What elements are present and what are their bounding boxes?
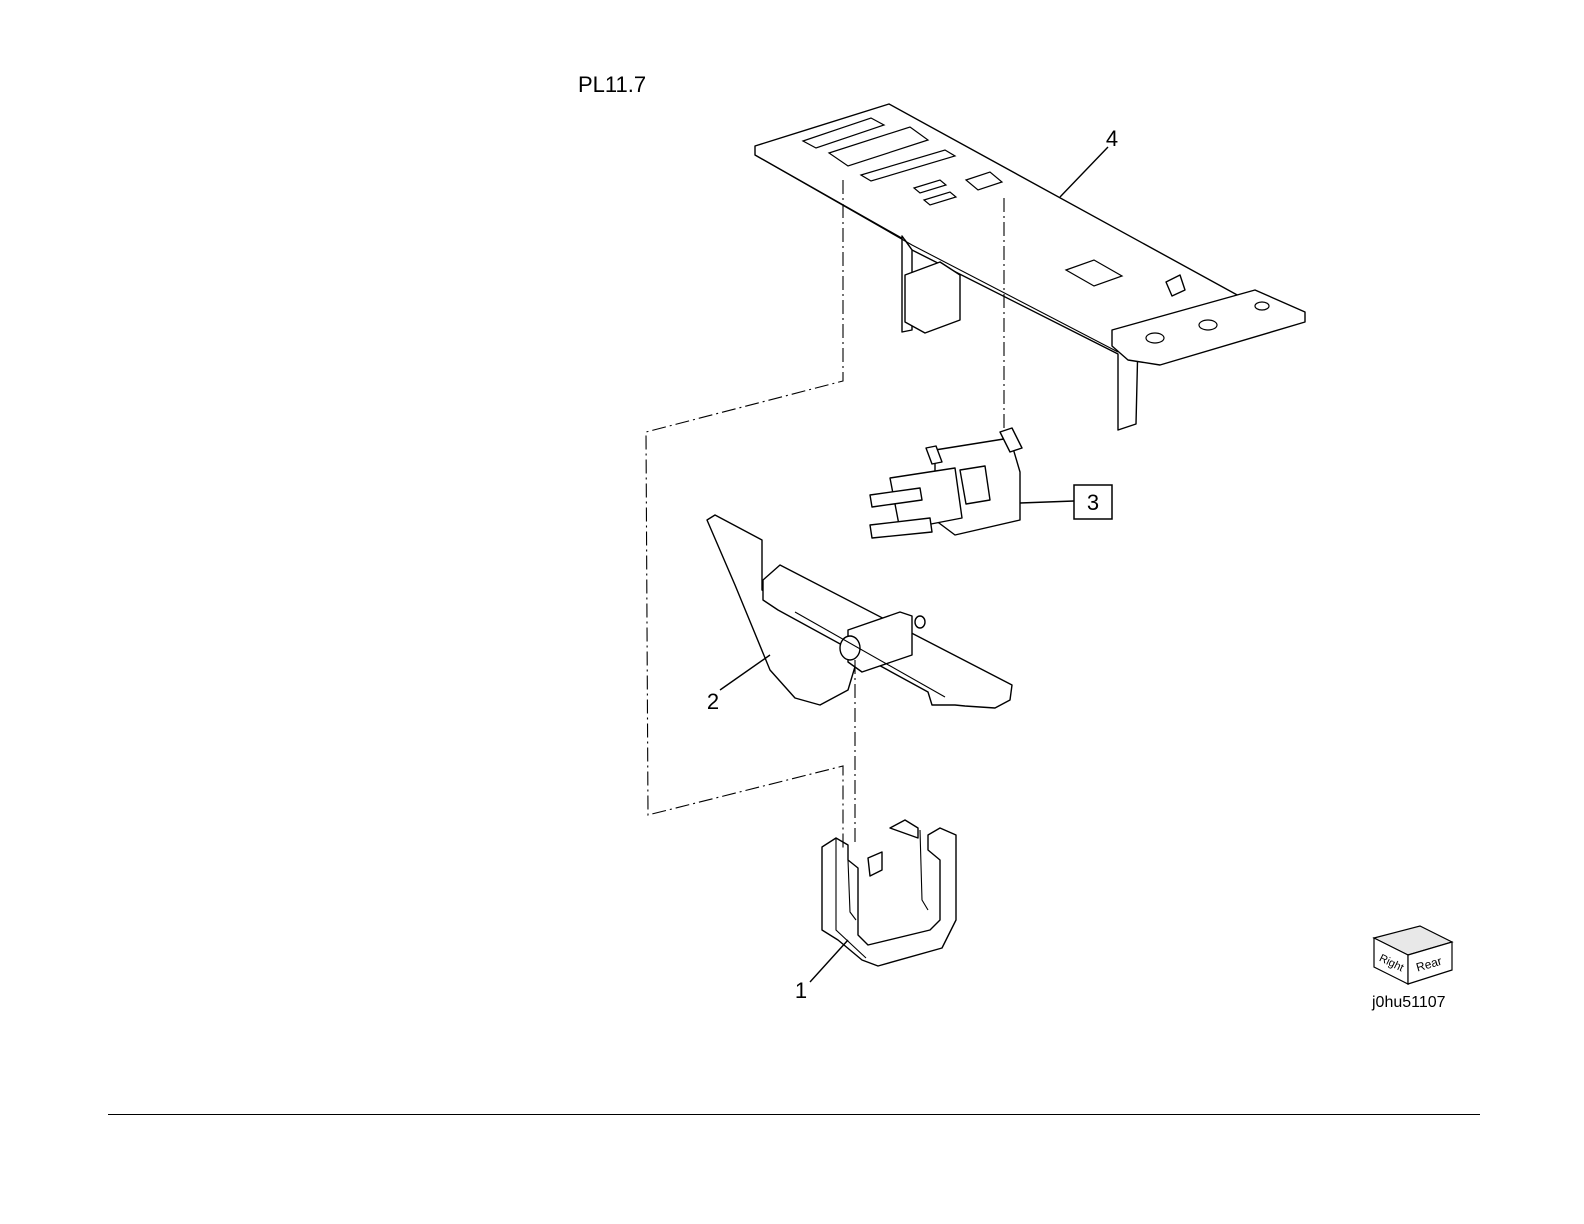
part-4-bracket bbox=[755, 104, 1305, 430]
svg-text:3: 3 bbox=[1087, 490, 1099, 515]
part-2-actuator bbox=[707, 515, 1012, 708]
svg-text:1: 1 bbox=[795, 978, 807, 1003]
callout-1: 1 bbox=[795, 978, 807, 1003]
callout-2: 2 bbox=[707, 689, 719, 714]
part-1-holder bbox=[822, 820, 956, 966]
orientation-cube-icon: Right Rear bbox=[1374, 926, 1452, 984]
svg-text:2: 2 bbox=[707, 689, 719, 714]
callout-3: 3 bbox=[1074, 485, 1112, 519]
figure-id: j0hu51107 bbox=[1372, 994, 1446, 1012]
footer-rule bbox=[108, 1114, 1480, 1115]
part-3-sensor bbox=[870, 428, 1022, 538]
svg-text:4: 4 bbox=[1106, 126, 1118, 151]
callout-4: 4 bbox=[1106, 126, 1118, 151]
